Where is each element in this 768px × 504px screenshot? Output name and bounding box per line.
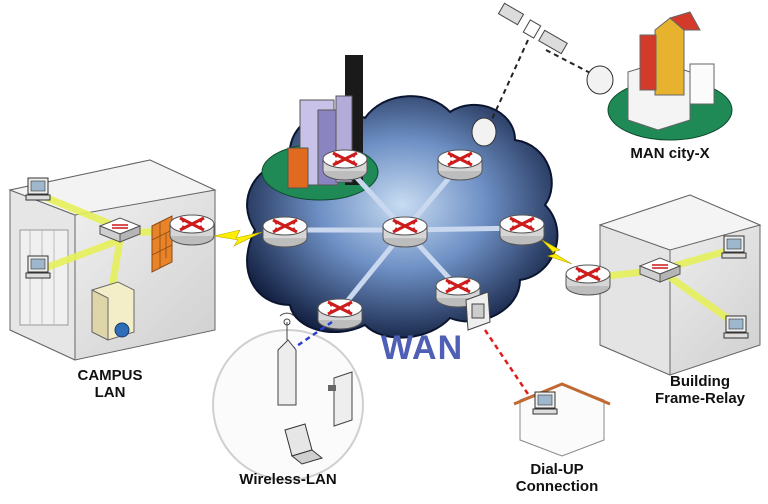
router-icon — [261, 215, 309, 249]
firewall-icon — [151, 215, 173, 273]
wireless-lan-label: Wireless-LAN — [239, 471, 337, 488]
server-icon — [91, 281, 135, 341]
campus-workstation-icon — [25, 177, 51, 201]
campus-label-line1: CAMPUS — [77, 367, 143, 384]
building-frame-relay-label: Building Frame-Relay — [630, 373, 768, 407]
campus-workstation-icon — [25, 255, 51, 279]
satellite-icon — [497, 2, 568, 55]
dialup-label-line2: Connection — [515, 477, 599, 495]
dialup-connection-label: Dial-UP Connection — [492, 461, 622, 495]
man-city-label: MAN city-X — [630, 145, 710, 162]
lightning-link-icon — [213, 229, 263, 247]
satellite-dish-icon — [471, 65, 614, 147]
router-icon — [321, 148, 369, 182]
dialup-link — [483, 329, 534, 401]
man-city-icon — [607, 11, 733, 141]
satellite-links — [487, 39, 601, 129]
campus-label-line2: LAN — [94, 383, 126, 401]
frame-relay-workstation-icon — [723, 315, 749, 339]
frame-relay-workstation-icon — [721, 235, 747, 259]
campus-router-icon — [168, 213, 216, 247]
laptop-icon — [284, 423, 324, 465]
wan-label: WAN — [380, 329, 464, 367]
dialup-workstation-icon — [532, 391, 558, 415]
lightning-link-icon — [541, 239, 573, 265]
frame-relay-router-icon — [564, 263, 612, 297]
building-label-line2: Frame-Relay — [654, 389, 746, 407]
dialup-label-line1: Dial-UP — [530, 461, 584, 478]
router-icon — [316, 297, 364, 331]
router-icon — [436, 148, 484, 182]
modem-icon — [465, 291, 491, 331]
wireless-device-icon — [328, 371, 353, 427]
building-label-line1: Building — [670, 373, 730, 390]
hub-router-icon — [381, 215, 429, 249]
router-icon — [498, 213, 546, 247]
dialup-house-icon — [513, 382, 611, 457]
antenna-icon — [277, 312, 297, 406]
campus-lan-label: CAMPUS LAN — [60, 367, 160, 401]
